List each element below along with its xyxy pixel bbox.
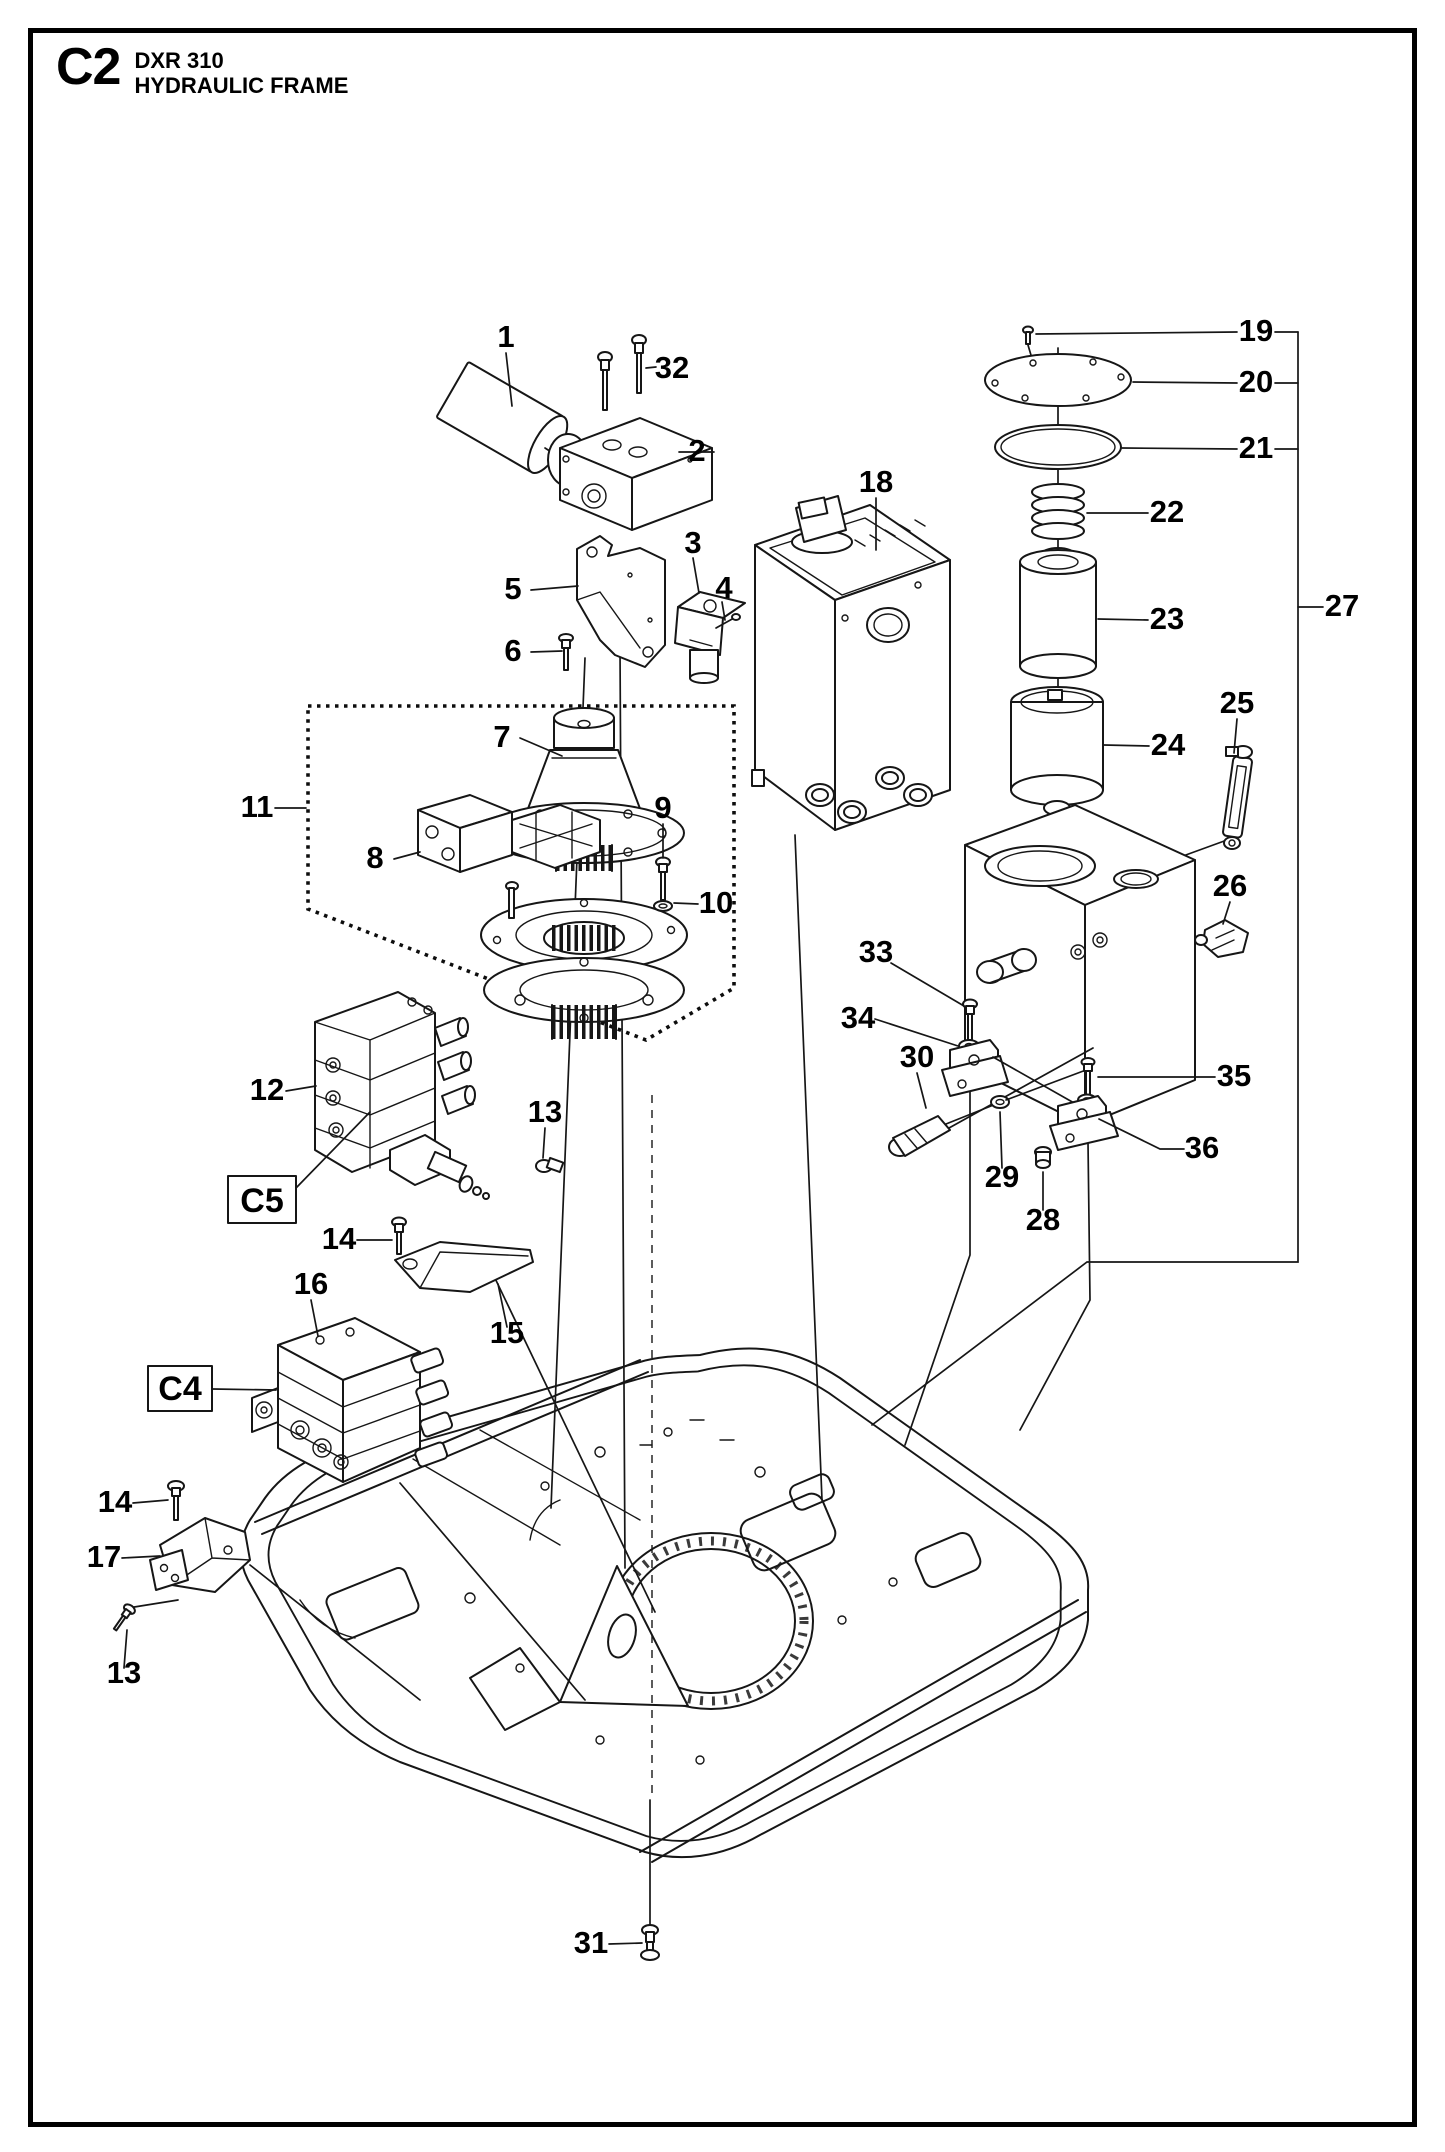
model-name: DXR 310 bbox=[134, 48, 224, 73]
callout-11: 11 bbox=[241, 789, 274, 824]
part-5-bracket bbox=[576, 535, 666, 668]
part-12-valve-bank bbox=[314, 991, 490, 1200]
part-33-bolt bbox=[962, 998, 978, 1041]
callout-35: 35 bbox=[1217, 1058, 1251, 1093]
part-4-pin bbox=[715, 613, 741, 629]
callout-13b: 13 bbox=[107, 1655, 141, 1690]
page-border bbox=[28, 28, 1417, 2127]
ref-label-c5: C5 bbox=[240, 1182, 283, 1220]
callout-2: 2 bbox=[688, 433, 705, 468]
part-9-bolt bbox=[655, 856, 671, 901]
part-8-bracket bbox=[417, 794, 601, 919]
part-17-bracket bbox=[127, 1517, 421, 1701]
callout-14a: 14 bbox=[322, 1221, 357, 1256]
callout-leaders bbox=[121, 331, 1324, 1945]
callout-18: 18 bbox=[859, 464, 893, 499]
part-32-bolts bbox=[597, 334, 647, 411]
ref-label-c4: C4 bbox=[158, 1370, 202, 1408]
callout-1: 1 bbox=[497, 319, 514, 354]
part-25-sight-glass bbox=[1149, 745, 1253, 869]
assembly-11-outline bbox=[306, 704, 736, 1042]
part-3-solenoid-valve bbox=[674, 591, 746, 684]
part-14-bolt-lower bbox=[167, 1480, 185, 1521]
pump-adapter-ring bbox=[480, 898, 688, 972]
callout-31: 31 bbox=[574, 1925, 608, 1960]
callout-3: 3 bbox=[684, 525, 701, 560]
callout-6: 6 bbox=[504, 633, 521, 668]
part-19-screw bbox=[1022, 325, 1034, 345]
callout-13a: 13 bbox=[528, 1094, 562, 1129]
pump-bottom-flange bbox=[483, 957, 685, 1040]
callout-26: 26 bbox=[1213, 868, 1247, 903]
callout-8: 8 bbox=[366, 840, 383, 875]
part-13-fitting-upper bbox=[535, 1156, 565, 1174]
callout-34: 34 bbox=[841, 1000, 876, 1035]
title-block: C2 DXR 310 HYDRAULIC FRAME bbox=[56, 38, 349, 99]
callout-21: 21 bbox=[1239, 430, 1273, 465]
part-15-bracket bbox=[394, 1241, 534, 1293]
callout-36: 36 bbox=[1185, 1130, 1219, 1165]
part-29-washer bbox=[990, 1069, 1087, 1109]
part-6-bolt bbox=[558, 633, 574, 671]
part-18-tank bbox=[751, 495, 951, 831]
part-35-bolt bbox=[1080, 1057, 1096, 1096]
part-34-bracket bbox=[941, 1039, 1009, 1097]
callout-32: 32 bbox=[655, 350, 689, 385]
ref-box-c4: C4 bbox=[147, 1365, 213, 1412]
part-36-bracket bbox=[1049, 1093, 1119, 1151]
part-24-filter-bowl bbox=[1010, 686, 1104, 816]
callout-12: 12 bbox=[250, 1072, 284, 1107]
callout-19: 19 bbox=[1239, 313, 1273, 348]
callout-25: 25 bbox=[1220, 685, 1254, 720]
callout-22: 22 bbox=[1150, 494, 1184, 529]
part-14-bolt-upper bbox=[391, 1216, 407, 1255]
callout-4: 4 bbox=[715, 570, 733, 605]
callout-17: 17 bbox=[87, 1539, 121, 1574]
part-22-spring bbox=[1031, 483, 1085, 540]
callout-20: 20 bbox=[1239, 364, 1273, 399]
part-28-plug bbox=[1034, 1146, 1052, 1169]
part-13-bolt-lower bbox=[112, 1603, 136, 1632]
callout-5: 5 bbox=[504, 571, 521, 606]
chassis-frame bbox=[239, 1347, 1090, 1863]
callout-33: 33 bbox=[859, 934, 893, 969]
callout-27: 27 bbox=[1325, 588, 1359, 623]
callout-labels: 1 2 3 4 5 6 7 8 9 10 11 12 13 14 15 16 1… bbox=[87, 313, 1359, 1960]
callout-29: 29 bbox=[985, 1159, 1019, 1194]
callout-10: 10 bbox=[699, 885, 733, 920]
callout-23: 23 bbox=[1150, 601, 1184, 636]
callout-28: 28 bbox=[1026, 1202, 1060, 1237]
callout-15: 15 bbox=[490, 1315, 524, 1350]
part-16-valve-bank bbox=[251, 1317, 454, 1483]
part-23-filter-element bbox=[1019, 547, 1097, 679]
callout-9: 9 bbox=[654, 790, 671, 825]
part-31-bolt bbox=[640, 1924, 660, 1961]
callout-7: 7 bbox=[493, 719, 510, 754]
callout-30: 30 bbox=[900, 1039, 934, 1074]
part-10-washer bbox=[653, 900, 673, 912]
callout-16: 16 bbox=[294, 1266, 328, 1301]
ref-box-c5: C5 bbox=[227, 1175, 297, 1224]
part-21-o-ring bbox=[994, 424, 1122, 470]
page-title: HYDRAULIC FRAME bbox=[134, 73, 349, 99]
part-26-plug bbox=[1194, 919, 1249, 958]
callout-14b: 14 bbox=[98, 1484, 133, 1519]
part-2-valve-block bbox=[547, 417, 713, 531]
part-1-cylinder bbox=[436, 361, 569, 474]
part-20-cover bbox=[984, 353, 1132, 407]
sheet-code: C2 bbox=[56, 38, 121, 96]
callout-24: 24 bbox=[1151, 727, 1186, 762]
